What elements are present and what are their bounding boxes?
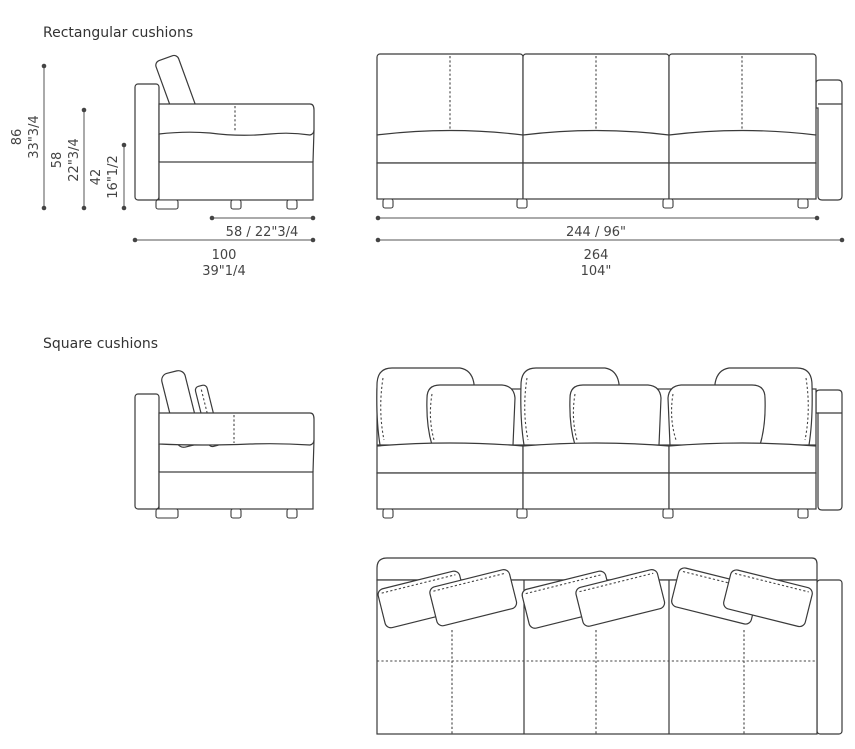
seat-height-in: 16"1/2 (106, 155, 121, 198)
top-pillow (723, 569, 813, 628)
side-leg (155, 199, 179, 210)
front-horizontal-dimensions: 244 / 96" 264 104" (375, 215, 845, 279)
top-pillow (429, 569, 518, 627)
top-arm-right (816, 579, 843, 735)
front-base (376, 162, 524, 200)
side-base (158, 161, 314, 201)
width-cm-label: 264 (584, 248, 609, 263)
total-height-in: 33"3/4 (27, 115, 42, 158)
square-side-view (134, 370, 315, 519)
side-leg (230, 199, 242, 210)
square-front-view (376, 367, 843, 519)
front-arm-right (815, 79, 843, 201)
small-back-cushion (426, 384, 516, 446)
seat-height-cm: 42 (89, 169, 104, 186)
side-seat-cushion (158, 412, 315, 446)
section-title-square: Square cushions (43, 336, 158, 352)
side-arm (134, 393, 160, 510)
depth-in-label: 39"1/4 (202, 264, 245, 279)
small-back-cushion (569, 384, 662, 446)
front-base (522, 162, 670, 200)
rect-front-view (376, 53, 843, 209)
vertical-dimensions: 86 33"3/4 58 22"3/4 42 16"1/2 (10, 63, 127, 211)
side-leg (286, 199, 298, 210)
side-arm (134, 83, 160, 201)
arm-height-cm: 58 (50, 152, 65, 169)
side-seat-cushion (158, 103, 315, 136)
section-title-rectangular: Rectangular cushions (43, 25, 193, 41)
square-top-view (376, 557, 843, 735)
seat-width-label: 244 / 96" (566, 225, 626, 240)
total-height-cm: 86 (10, 129, 25, 146)
seat-depth-label: 58 / 22"3/4 (226, 225, 299, 240)
width-in-label: 104" (581, 264, 612, 279)
small-back-cushion (667, 384, 766, 446)
arm-height-in: 22"3/4 (67, 138, 82, 181)
top-pillow (575, 569, 666, 627)
side-horizontal-dimensions: 58 / 22"3/4 100 39"1/4 (132, 215, 316, 279)
front-arm-right (815, 389, 843, 511)
front-base (668, 162, 817, 200)
rect-side-view (134, 54, 315, 210)
depth-cm-label: 100 (212, 248, 237, 263)
side-base (158, 471, 314, 510)
